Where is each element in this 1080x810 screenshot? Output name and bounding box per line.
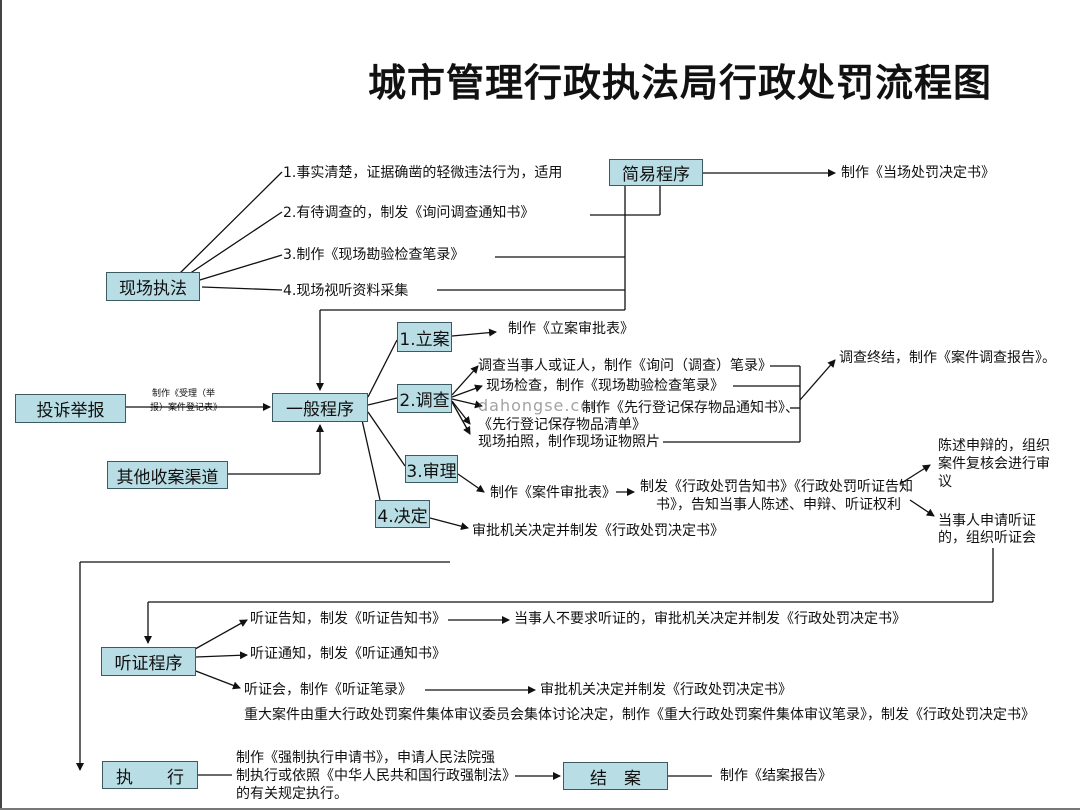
text-onsite-1: 1.事实清楚，证据确凿的轻微违法行为，适用 [283,165,563,181]
box-decision: 4.决定 [375,500,430,528]
text-filing-out: 制作《立案审批表》 [508,321,634,337]
arrow-decide-out [429,517,469,531]
text-onsite-3: 3.制作《现场勘验检查笔录》 [283,247,465,263]
text-defense-l3: 议 [938,474,952,490]
line-onsite-1 [174,171,283,279]
arrow-hear-2 [195,651,248,660]
box-onsite-enforcement: 现场执法 [106,272,200,301]
line-to-jueding [361,419,381,501]
box-other-channels: 其他收案渠道 [107,461,228,489]
watermark: dahongse.com [478,396,608,415]
text-hearing-req-l2: 的，组织听证会 [938,530,1036,546]
arrow-hear-1 [187,619,248,654]
box-execution: 执 行 [102,761,198,789]
bottom-border [0,808,1080,810]
box-review: 3.审理 [405,455,458,483]
line-to-diaocha [367,397,398,406]
arrow-inv-4 [451,400,471,425]
text-hearing-3: 听证会，制作《听证笔录》 [244,682,412,698]
line-shenli-out [457,473,485,493]
page-title: 城市管理行政执法局行政处罚流程图 [368,60,993,105]
line-onsite-3 [189,254,283,284]
line-to-shenli [367,411,406,467]
text-hearing-1-out: 当事人不要求听证的，审批机关决定并制发《行政处罚决定书》 [514,611,906,627]
text-onsite-4: 4.现场视听资料采集 [283,283,409,299]
box-complaint: 投诉举报 [15,394,126,423]
text-inv-1: 调查当事人或证人，制作《询问（调查）笔录》 [478,358,772,374]
text-inv-2: 现场检查，制作《现场勘验检查笔录》 [486,378,724,394]
text-inv-3: 制作《先行登记保存物品通知书》、 [582,400,799,416]
text-notice-l2: 书》，告知当事人陈述、申辩、听证权利 [656,497,901,513]
left-border [0,0,2,810]
text-onsite-2: 2.有待调查的，制发《询问调查通知书》 [283,205,535,221]
arrow-inv-3 [451,398,483,409]
arrow-notice-defense [899,464,931,485]
text-hearing-1: 听证告知，制发《听证告知书》 [250,611,446,627]
text-inv-end: 调查终结，制作《案件调查报告》。 [839,350,1056,366]
text-simple-out: 制作《当场处罚决定书》 [841,165,995,181]
box-investigation: 2.调查 [397,384,452,413]
text-exec-l1: 制作《强制执行申请书》，申请人民法院强 [236,750,495,766]
text-complaint-l2: 报）案件登记表》 [150,403,223,413]
line-to-lian [367,339,398,398]
text-hearing-2: 听证通知，制发《听证通知书》 [250,646,446,662]
text-complaint-l1: 制作《受理（举 [152,389,216,399]
text-close-out: 制作《结案报告》 [720,768,832,784]
text-inv-4: 《先行登记保存物品清单》 [478,417,646,433]
arrow-inv-2 [451,384,483,398]
line-onsite-2 [179,211,283,281]
text-exec-l2: 制执行或依照《中华人民共和国行政强制法》 [236,768,516,784]
arrow-lian-out [451,328,497,337]
text-hearing-3-out: 审批机关决定并制发《行政处罚决定书》 [540,682,792,698]
text-review-out: 制作《案件审批表》 [490,485,616,501]
arrow-notice-hearing [909,499,935,517]
box-case-closed: 结 案 [563,762,668,790]
text-notice-l1: 制发《行政处罚告知书》《行政处罚听证告知 [640,479,913,495]
text-defense-l1: 陈述申辩的，组织 [938,438,1050,454]
text-exec-l3: 的有关规定执行。 [236,786,348,802]
line-onsite-4 [201,286,283,291]
text-decision-out: 审批机关决定并制发《行政处罚决定书》 [472,523,724,539]
arrow-inv-5 [451,401,471,435]
text-inv-5: 现场拍照，制作现场证物照片 [478,434,660,450]
text-hearing-req-l1: 当事人申请听证 [938,513,1036,529]
arrow-hear-3 [187,667,241,690]
text-defense-l2: 案件复核会进行审 [938,456,1050,472]
box-general-procedure: 一般程序 [272,393,368,422]
arrow-inv-1 [451,365,479,396]
arrow-inv-end [799,359,836,401]
text-major-case: 重大案件由重大行政处罚案件集体审议委员会集体讨论决定，制作《重大行政处罚案件集体… [244,707,1035,723]
box-filing: 1.立案 [397,322,452,352]
box-simple-procedure: 简易程序 [609,159,703,186]
box-hearing-procedure: 听证程序 [101,647,196,676]
